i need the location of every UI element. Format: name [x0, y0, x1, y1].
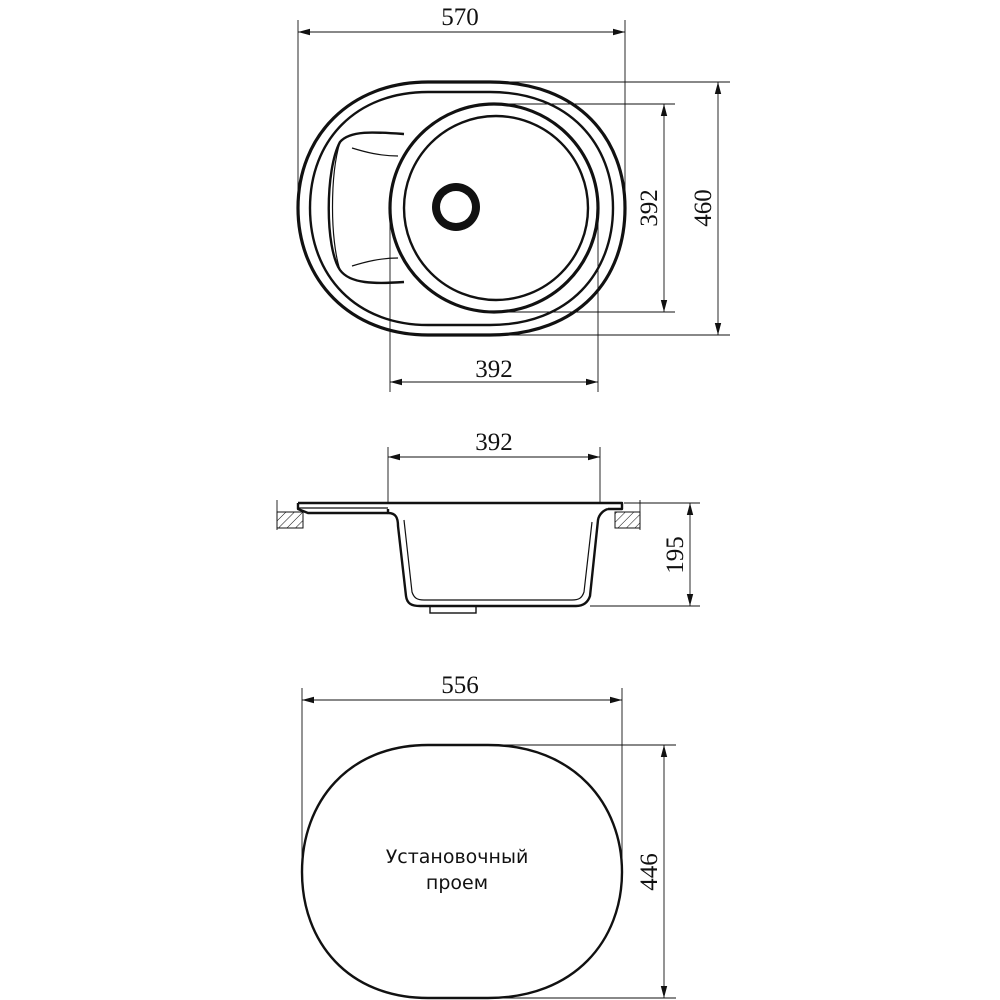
cutout-view: Установочный проем 556 446 — [300, 672, 676, 1000]
dimension-side-bowl-width: 392 — [387, 429, 601, 503]
drain-hole — [432, 183, 480, 231]
sink-outline — [296, 80, 627, 337]
countertop-right — [614, 500, 641, 530]
side-view: 392 195 — [276, 429, 700, 614]
dimension-overall-width: 570 — [297, 4, 626, 190]
cutout-label-line1: Установочный — [386, 846, 529, 868]
dimension-bowl-height: 195 — [590, 502, 700, 607]
dimension-side-bowl-width-label: 392 — [475, 429, 513, 456]
dimension-bowl-height-label: 195 — [662, 536, 689, 574]
top-view: 570 460 392 392 — [296, 4, 730, 392]
dimension-bowl-width: 392 — [389, 208, 599, 392]
sink-profile — [296, 501, 624, 614]
dimension-cutout-width-label: 556 — [441, 672, 479, 699]
dimension-overall-width-label: 570 — [441, 4, 479, 31]
dimension-bowl-depth-label: 392 — [636, 189, 663, 227]
countertop-left — [276, 500, 304, 530]
dimension-overall-depth: 460 — [490, 81, 730, 336]
dimension-overall-depth-label: 460 — [690, 189, 717, 227]
dimension-cutout-depth-label: 446 — [636, 853, 663, 891]
bowl — [388, 102, 600, 314]
dimension-bowl-depth: 392 — [494, 103, 675, 313]
dimension-cutout-width: 556 — [301, 672, 623, 860]
dimension-bowl-width-label: 392 — [475, 356, 513, 383]
drainboard — [327, 131, 405, 285]
cutout-label-line2: проем — [426, 872, 488, 894]
dimension-cutout-depth: 446 — [488, 744, 676, 999]
